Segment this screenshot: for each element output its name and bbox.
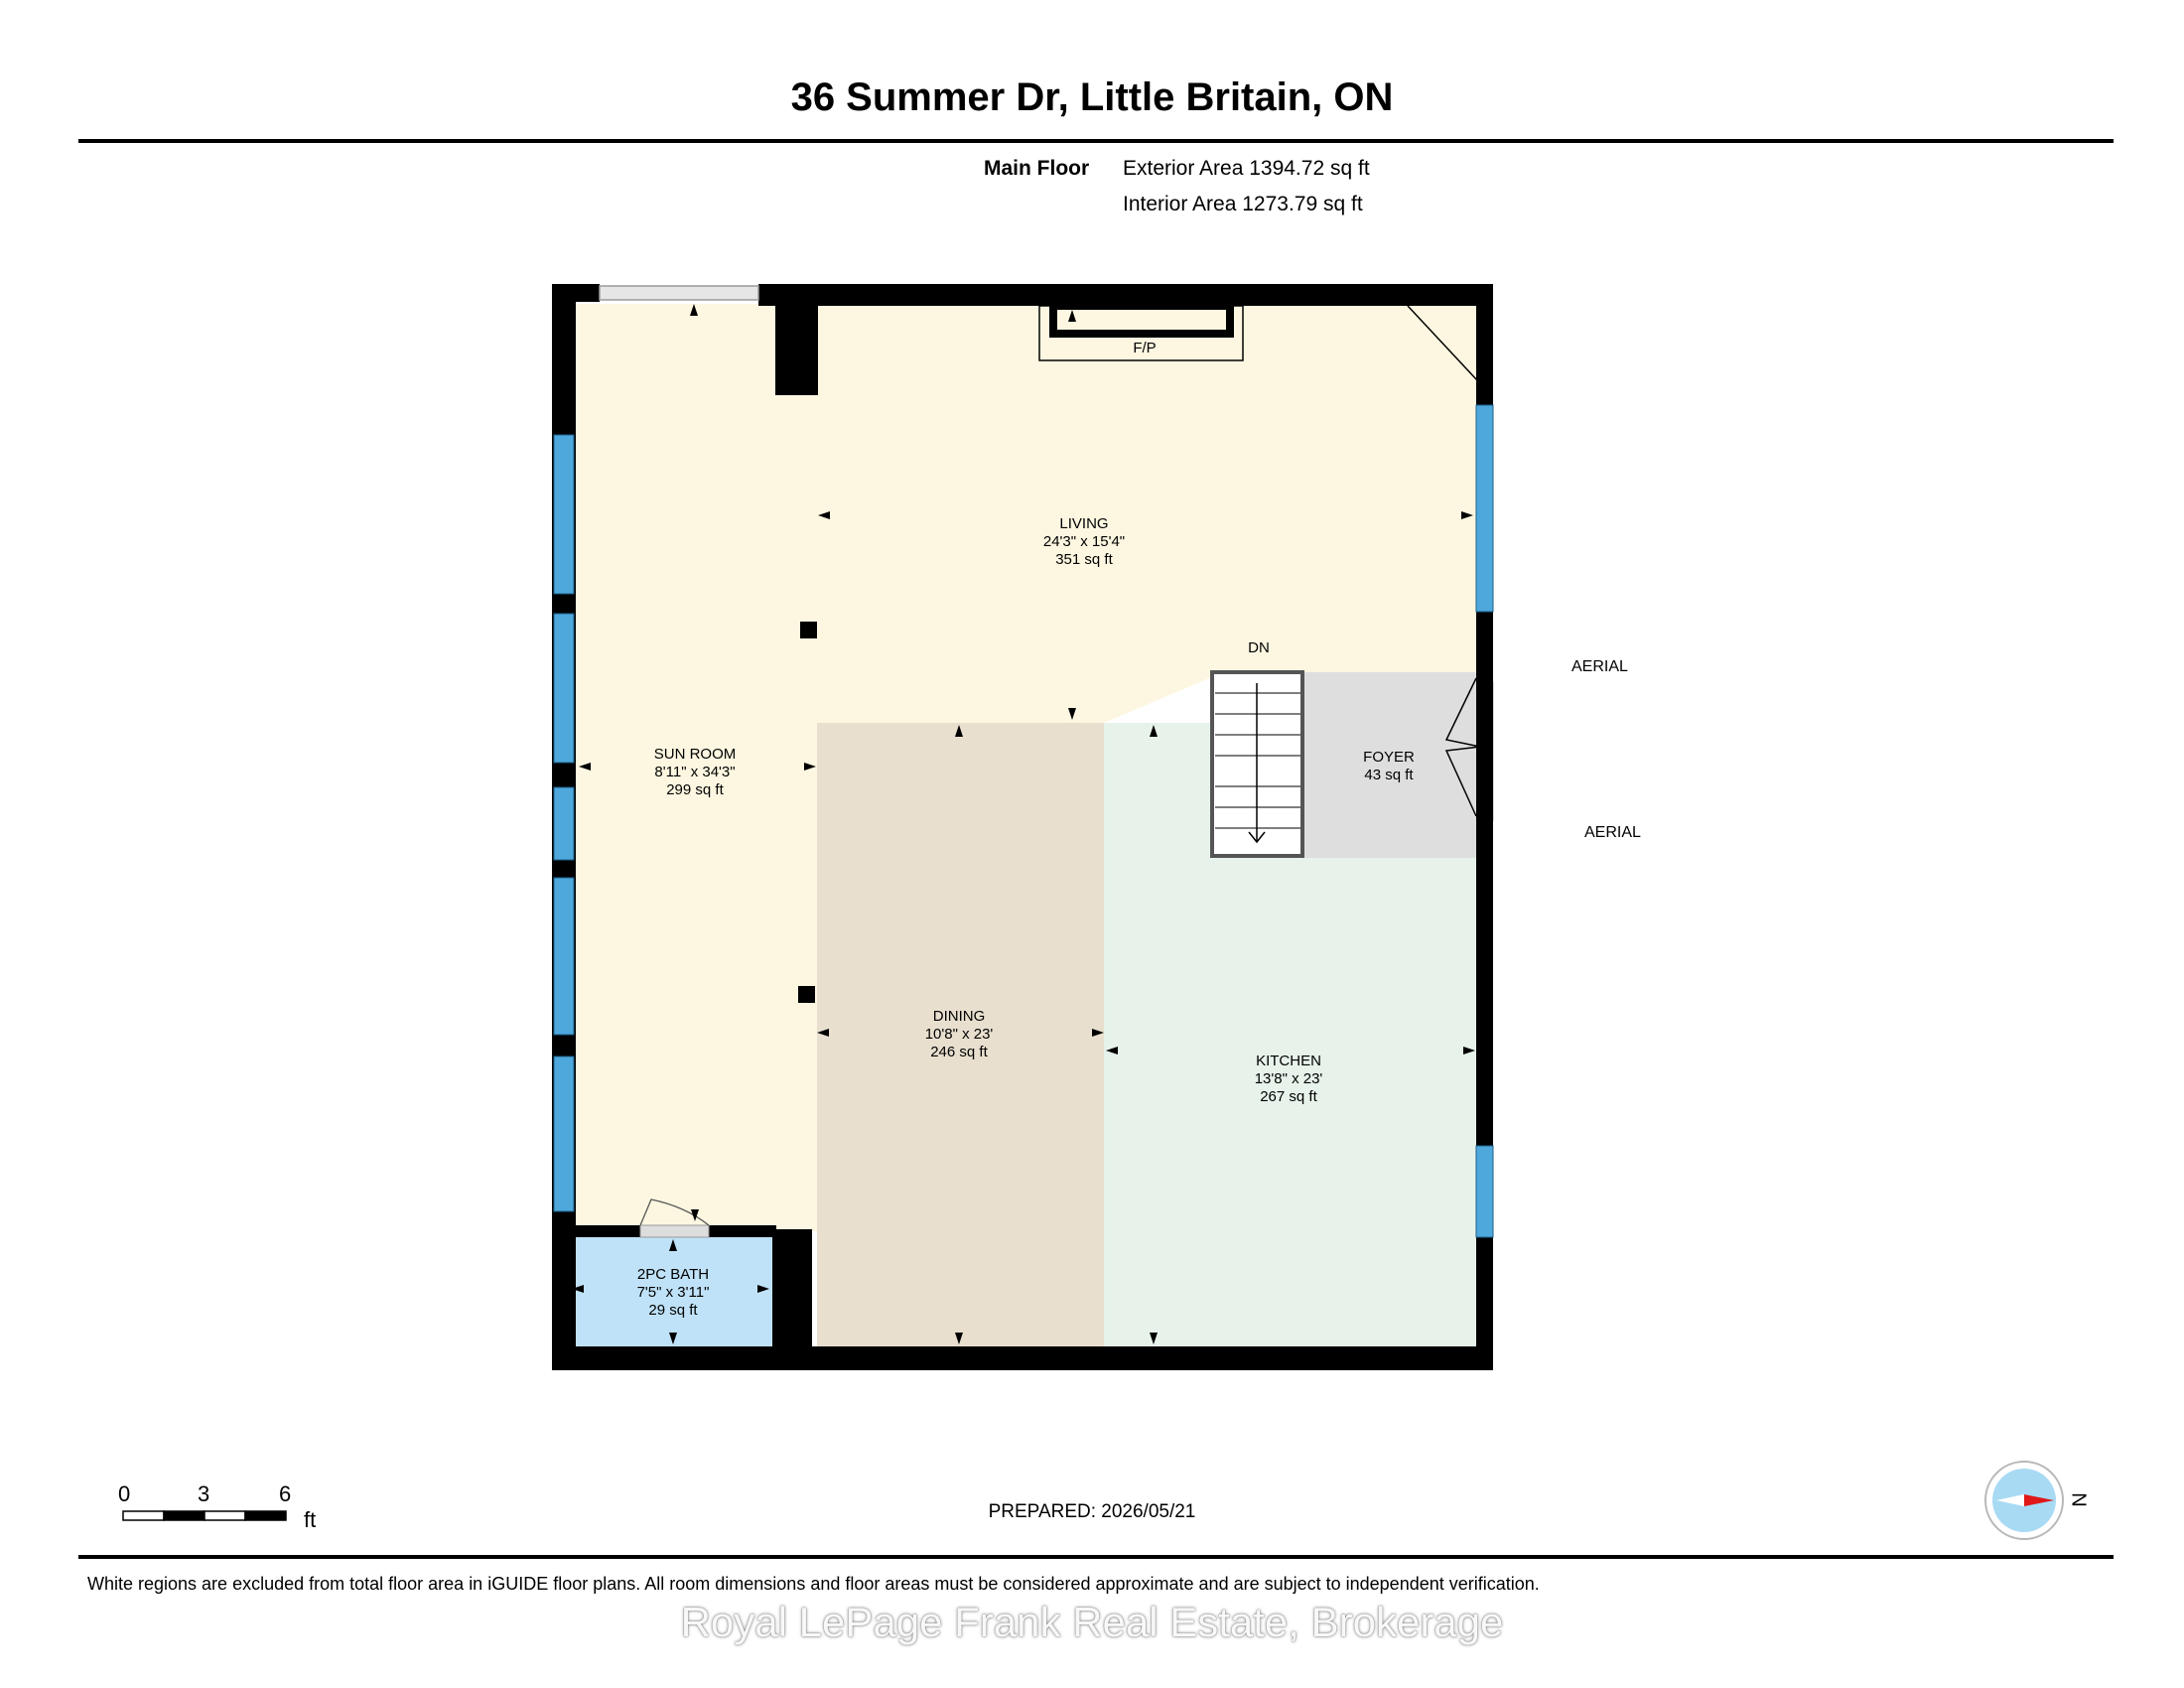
room-area: 246 sq ft: [930, 1044, 988, 1060]
page-title: 36 Summer Dr, Little Britain, ON: [790, 75, 1394, 119]
dimension-arrows: [572, 304, 1475, 1344]
fireplace: [1038, 302, 1244, 361]
scale-unit: ft: [304, 1507, 317, 1532]
room-area: 351 sq ft: [1055, 551, 1113, 568]
room-fill-dining: [817, 723, 1105, 1346]
footer-divider: [78, 1555, 2114, 1559]
exterior-area: Exterior Area 1394.72 sq ft: [1123, 157, 1370, 180]
scale-tick-3: 3: [198, 1481, 210, 1506]
room-area: 299 sq ft: [666, 781, 724, 798]
interior-area: Interior Area 1273.79 sq ft: [1123, 193, 1363, 215]
room-dims: 8'11" x 34'3": [654, 764, 736, 780]
room-dims: 13'8" x 23': [1254, 1070, 1323, 1087]
stairs: [1210, 670, 1304, 858]
top-sliding-door: [599, 285, 759, 301]
stairs-down-label: DN: [1248, 639, 1270, 656]
compass-north-label: N: [2067, 1492, 2090, 1507]
prepared-date: PREPARED: 2026/05/21: [988, 1501, 1196, 1522]
room-name: DINING: [932, 1008, 986, 1025]
floor-name: Main Floor: [984, 157, 1090, 180]
room-label-foyer: FOYER 43 sq ft: [1290, 749, 1488, 784]
wall-bath-top-right: [709, 1225, 776, 1237]
room-label-sun-room: SUN ROOM 8'11" x 34'3" 299 sq ft: [596, 746, 794, 799]
room-dims: 7'5" x 3'11": [636, 1284, 710, 1301]
column-post-2: [798, 986, 815, 1003]
wall-top-right: [758, 284, 1493, 306]
aerial-label-1: AERIAL: [1571, 658, 1628, 675]
room-dims: 10'8" x 23': [924, 1026, 994, 1043]
wall-bottom: [552, 1346, 1493, 1370]
scale-tick-6: 6: [279, 1481, 292, 1506]
fireplace-label: F/P: [1133, 340, 1157, 356]
room-name: FOYER: [1363, 749, 1415, 766]
room-dims: 24'3" x 15'4": [1042, 533, 1126, 550]
room-name: 2PC BATH: [636, 1266, 710, 1283]
room-name: LIVING: [1059, 515, 1109, 532]
room-label-living: LIVING 24'3" x 15'4" 351 sq ft: [985, 515, 1183, 569]
room-label-dining: DINING 10'8" x 23' 246 sq ft: [860, 1008, 1058, 1061]
aerial-label-2: AERIAL: [1584, 824, 1641, 841]
bath-door: [639, 1198, 710, 1238]
room-area: 267 sq ft: [1260, 1088, 1317, 1105]
room-fill-bath: [569, 1237, 772, 1346]
compass-icon: [1984, 1461, 2064, 1540]
watermark: Royal LePage Frank Real Estate, Brokerag…: [680, 1599, 1504, 1645]
room-name: SUN ROOM: [653, 746, 737, 763]
room-area: 43 sq ft: [1364, 767, 1414, 783]
room-name: KITCHEN: [1256, 1053, 1321, 1069]
wall-bath-right: [772, 1229, 812, 1350]
wall-bath-top-left: [576, 1225, 640, 1237]
scale-tick-0: 0: [118, 1481, 131, 1506]
scale-graphic: [122, 1510, 287, 1521]
disclaimer: White regions are excluded from total fl…: [87, 1574, 1540, 1594]
room-label-kitchen: KITCHEN 13'8" x 23' 267 sq ft: [1189, 1053, 1388, 1106]
windows-right: [1475, 404, 1494, 1238]
column-post-1: [800, 622, 817, 638]
room-area: 29 sq ft: [648, 1302, 698, 1319]
corner-diagonal: [1407, 305, 1478, 381]
room-label-bath: 2PC BATH 7'5" x 3'11" 29 sq ft: [574, 1266, 772, 1320]
entry-door: [1444, 677, 1481, 817]
wall-top-left: [552, 284, 600, 302]
compass: N: [1981, 1456, 2091, 1550]
wall-pillar: [775, 304, 818, 395]
header-divider: [78, 139, 2114, 143]
windows-left: [553, 434, 575, 1212]
